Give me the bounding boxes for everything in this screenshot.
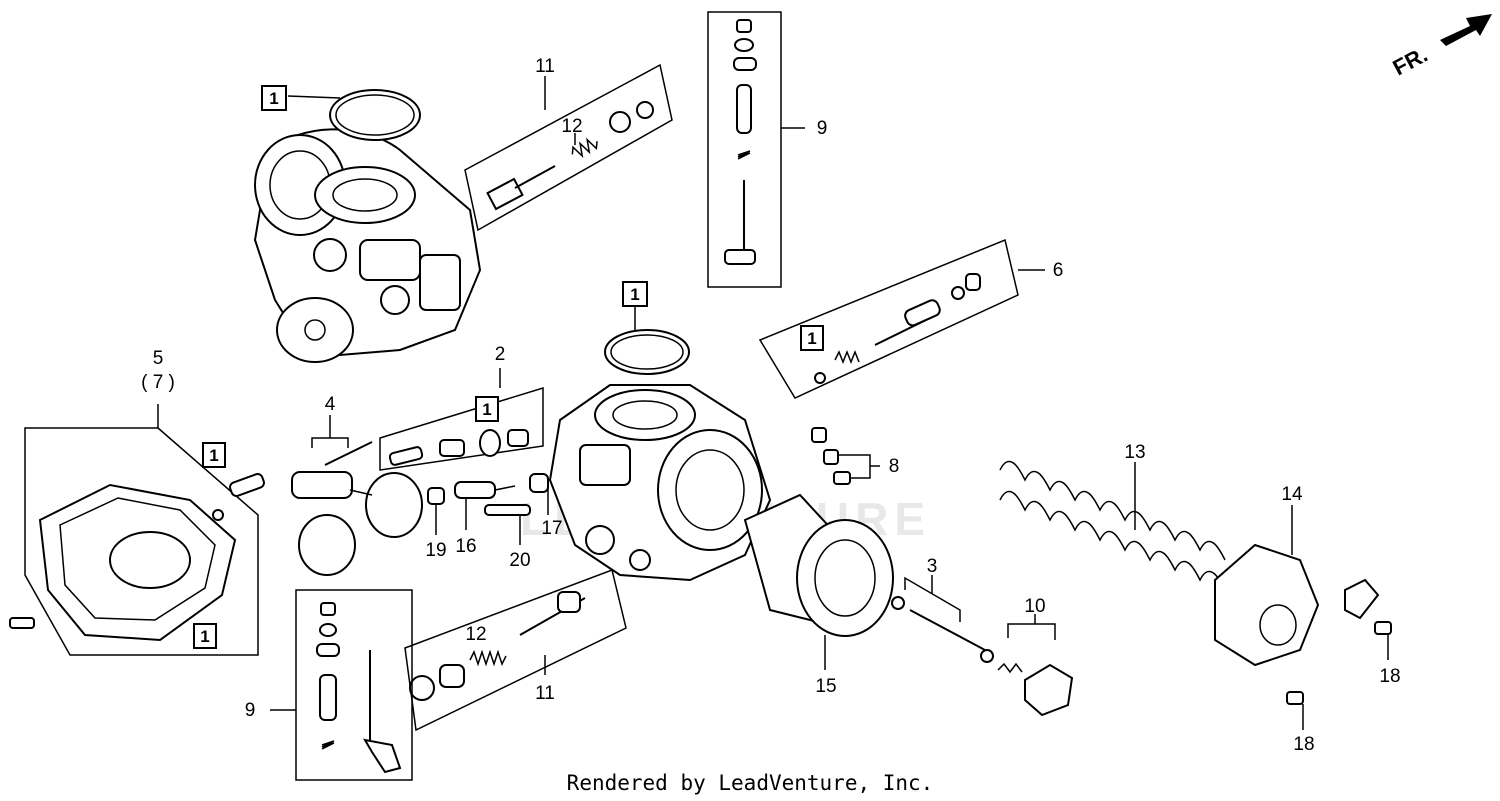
callout-5: 5 [153, 348, 164, 369]
callout-20: 20 [509, 550, 530, 571]
callout-18-right: 18 [1379, 666, 1400, 687]
part-18-screws [1286, 578, 1392, 730]
boxed-label-1-upper-gasket: 1 [261, 85, 287, 111]
part-10-needle-holder [997, 614, 1074, 717]
part-9-top-kit [707, 11, 805, 288]
upper-carburetor-body [253, 128, 482, 363]
part-11-bottom-kit [404, 568, 627, 732]
part-11-top-kit [464, 63, 673, 232]
upper-gasket [287, 89, 421, 141]
credit-line: Rendered by LeadVenture, Inc. [567, 771, 934, 795]
callout-2: 2 [495, 344, 506, 365]
svg-text:1: 1 [807, 329, 816, 348]
svg-text:1: 1 [630, 285, 639, 304]
callout-13: 13 [1124, 442, 1145, 463]
callout-14: 14 [1281, 484, 1303, 505]
callout-15: 15 [815, 676, 836, 697]
callout-9-bottom: 9 [245, 700, 256, 721]
part-15-vacuum-piston [743, 493, 894, 670]
callout-6: 6 [1053, 260, 1064, 281]
callout-18-bottom: 18 [1293, 734, 1314, 755]
callout-7: ( 7 ) [141, 372, 175, 393]
callout-16: 16 [455, 536, 476, 557]
boxed-label-1-center-gasket: 1 [622, 281, 648, 307]
callout-17: 17 [541, 518, 562, 539]
callout-4: 4 [325, 394, 336, 415]
boxed-label-1-bowl-top: 1 [202, 442, 226, 468]
part-6-kit [758, 238, 1045, 399]
svg-text:1: 1 [482, 400, 491, 419]
callout-11-bottom: 11 [535, 683, 555, 704]
svg-text:1: 1 [200, 627, 209, 646]
svg-text:1: 1 [209, 446, 218, 465]
callout-12-top: 12 [561, 116, 582, 137]
part-5-float-bowl-kit [9, 404, 265, 656]
part-4-float [291, 415, 423, 576]
boxed-label-1-part-2: 1 [475, 396, 499, 422]
callout-10: 10 [1024, 596, 1045, 617]
part-9-bottom-kit [270, 589, 413, 781]
center-gasket [604, 306, 690, 375]
callout-19: 19 [425, 540, 446, 561]
callout-12-bottom: 12 [465, 624, 486, 645]
callout-11-top: 11 [535, 56, 555, 77]
callout-3: 3 [927, 556, 938, 577]
callout-8: 8 [889, 456, 900, 477]
center-carburetor-body [548, 384, 772, 582]
part-13-spring [999, 460, 1226, 591]
boxed-label-1-bowl-bottom: 1 [193, 623, 217, 649]
boxed-label-1-part-6: 1 [800, 325, 824, 351]
part-3-jet-needle [891, 575, 994, 663]
part-8-screws [811, 427, 880, 485]
part-14-top-cover [1214, 505, 1320, 667]
part-2-kit [379, 368, 544, 471]
front-arrow-icon: FR. [1389, 14, 1492, 80]
front-arrow-label: FR. [1389, 42, 1432, 81]
svg-text:1: 1 [269, 89, 278, 108]
jet-parts-group [427, 473, 549, 545]
callout-9-top: 9 [817, 118, 828, 139]
